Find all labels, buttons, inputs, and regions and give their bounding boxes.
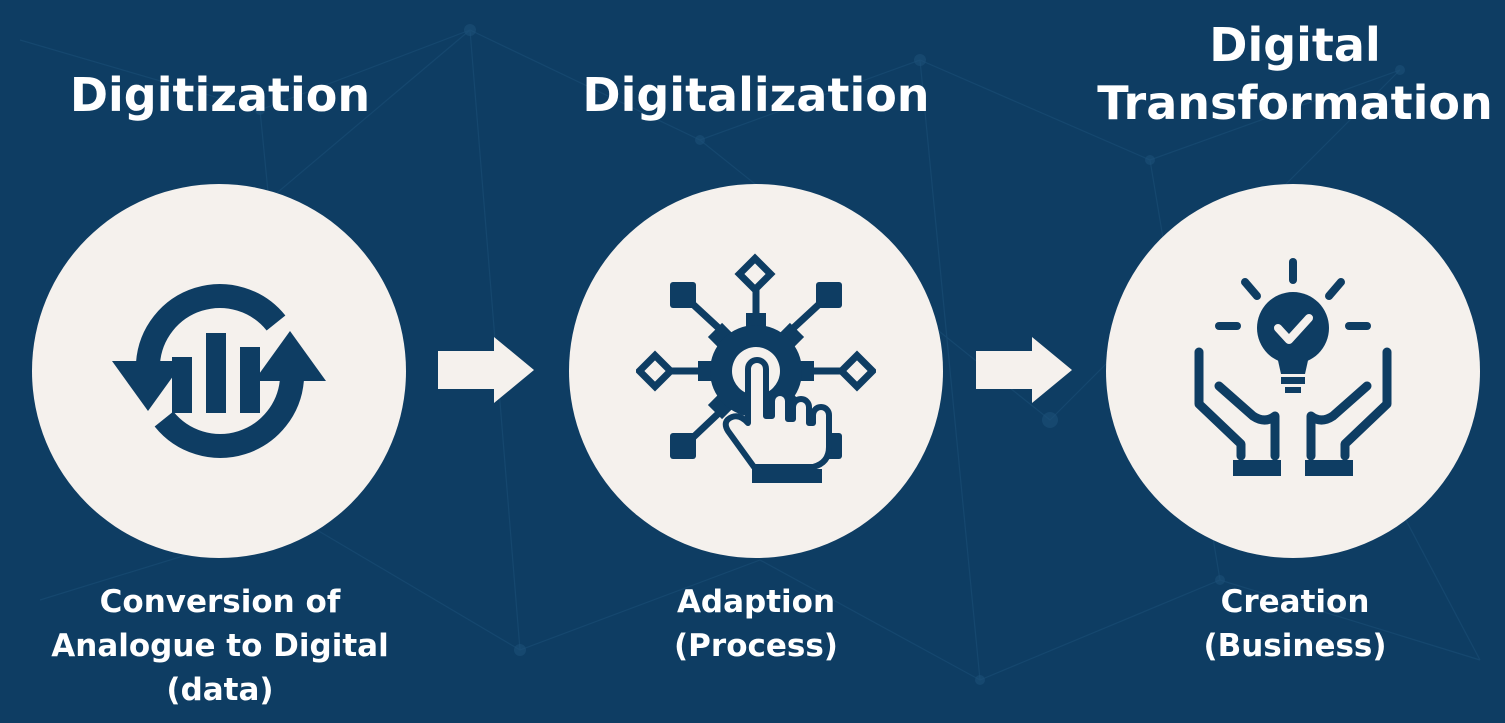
stage-description-digitalization: Adaption (Process) — [674, 584, 838, 664]
arrow-right-icon — [438, 337, 534, 403]
stage-circle-digitalization — [569, 184, 943, 558]
stage-title-digitization: Digitization — [69, 68, 371, 122]
gear-hand-network-icon — [636, 253, 876, 483]
stage-circle-digitization — [32, 184, 406, 558]
stage-title-digital-transformation: Digital Transformation — [1097, 18, 1493, 130]
refresh-bar-chart-icon — [112, 284, 326, 458]
arrow-right-icon — [976, 337, 1072, 403]
stage-description-digital-transformation: Creation (Business) — [1203, 584, 1387, 664]
stage-circle-digital-transformation — [1106, 184, 1480, 558]
stage-title-digitalization: Digitalization — [582, 68, 930, 122]
hands-lightbulb-icon — [1194, 258, 1392, 476]
stage-description-digitization: Conversion of Analogue to Digital (data) — [51, 584, 389, 708]
